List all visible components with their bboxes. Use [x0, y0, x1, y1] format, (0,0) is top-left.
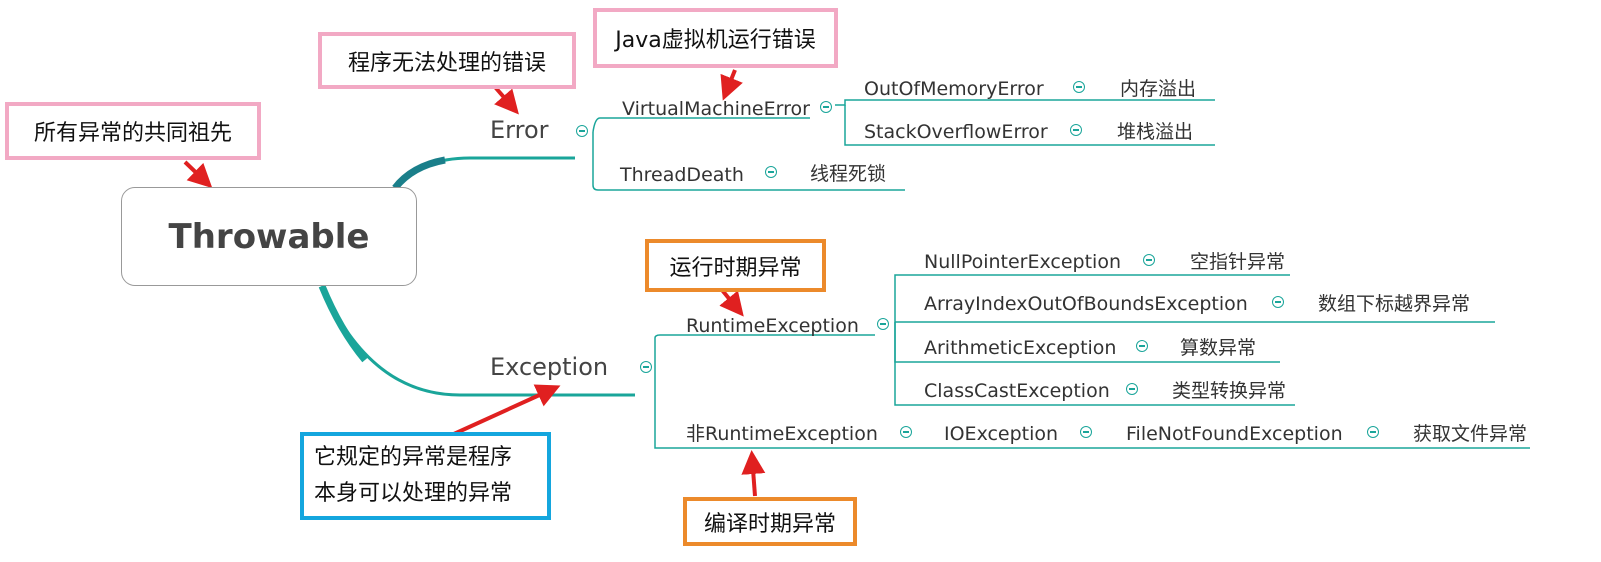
file-not-found-exception-label: FileNotFoundException: [1126, 423, 1343, 445]
note-ancestor: 所有异常的共同祖先: [5, 102, 261, 160]
out-of-memory-desc: 内存溢出: [1120, 78, 1197, 100]
arrow-exception: [444, 384, 561, 440]
collapse-icon[interactable]: [1272, 296, 1284, 308]
arithmetic-exception-label: ArithmeticException: [924, 337, 1117, 359]
stack-overflow-desc: 堆栈溢出: [1117, 121, 1194, 143]
note-exception-line-1: 它规定的异常是程序: [314, 444, 513, 470]
arrow-error: [493, 85, 519, 115]
exception-label: Exception: [490, 353, 609, 381]
root-to-error-line: [393, 156, 575, 189]
array-index-exception-label: ArrayIndexOutOfBoundsException: [924, 293, 1248, 315]
out-of-memory-error-label: OutOfMemoryError: [864, 78, 1044, 100]
runtime-exception-label: RuntimeException: [686, 315, 859, 337]
file-not-found-desc: 获取文件异常: [1413, 423, 1528, 445]
class-cast-desc: 类型转换异常: [1172, 380, 1287, 402]
arrow-compile: [741, 450, 766, 497]
arrow-jvm: [720, 69, 743, 101]
collapse-icon[interactable]: [820, 101, 832, 113]
collapse-icon[interactable]: [1367, 426, 1379, 438]
note-runtime-desc: 运行时期异常: [645, 239, 826, 292]
array-index-desc: 数组下标越界异常: [1318, 293, 1471, 315]
arrow-runtime: [719, 288, 744, 317]
collapse-icon[interactable]: [576, 125, 588, 137]
collapse-icon[interactable]: [1143, 254, 1155, 266]
class-cast-exception-label: ClassCastException: [924, 380, 1110, 402]
error-label: Error: [490, 116, 549, 144]
collapse-icon[interactable]: [900, 426, 912, 438]
collapse-icon[interactable]: [1070, 124, 1082, 136]
note-error-desc: 程序无法处理的错误: [318, 32, 576, 89]
virtual-machine-error-label: VirtualMachineError: [622, 98, 810, 120]
io-exception-label: IOException: [944, 423, 1059, 445]
note-exception-desc: 它规定的异常是程序 本身可以处理的异常: [300, 432, 551, 520]
stack-overflow-error-label: StackOverflowError: [864, 121, 1048, 143]
collapse-icon[interactable]: [1126, 383, 1138, 395]
collapse-icon[interactable]: [765, 166, 777, 178]
null-pointer-exception-label: NullPointerException: [924, 251, 1121, 273]
note-compile-desc: 编译时期异常: [683, 497, 857, 546]
root-node: Throwable: [121, 187, 417, 286]
null-pointer-desc: 空指针异常: [1190, 251, 1286, 273]
thread-death-desc: 线程死锁: [810, 163, 887, 185]
root-label: Throwable: [168, 216, 370, 257]
collapse-icon[interactable]: [1136, 340, 1148, 352]
thread-death-label: ThreadDeath: [620, 164, 744, 186]
arrow-ancestor: [183, 160, 213, 189]
collapse-icon[interactable]: [1080, 426, 1092, 438]
collapse-icon[interactable]: [877, 318, 889, 330]
collapse-icon[interactable]: [640, 361, 652, 373]
note-exception-line-2: 本身可以处理的异常: [314, 481, 513, 506]
arithmetic-desc: 算数异常: [1180, 337, 1257, 359]
note-jvm-desc: Java虚拟机运行错误: [593, 8, 838, 68]
non-runtime-exception-label: 非RuntimeException: [686, 423, 878, 445]
collapse-icon[interactable]: [1073, 81, 1085, 93]
